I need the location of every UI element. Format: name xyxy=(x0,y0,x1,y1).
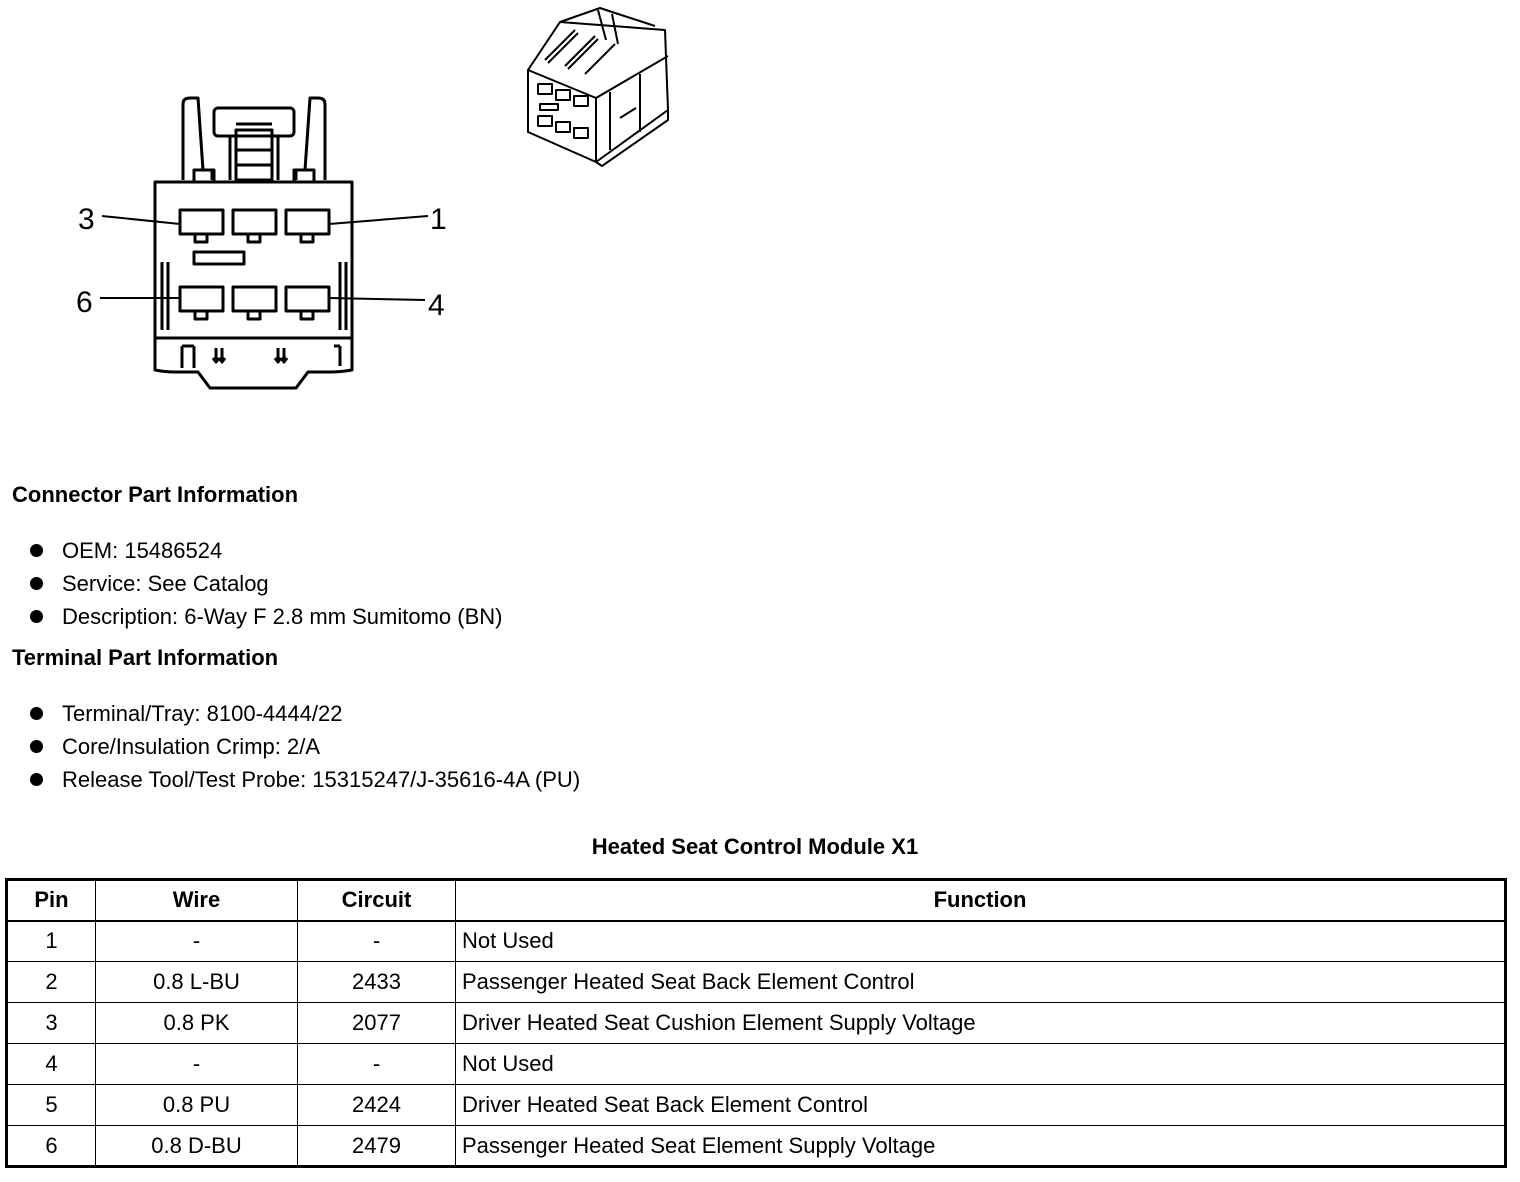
list-item: OEM: 15486524 xyxy=(30,534,503,567)
leader-line-4 xyxy=(328,297,426,301)
pin-cell: 3 xyxy=(6,1002,96,1044)
bullet-icon xyxy=(30,577,43,590)
table-row: 6 0.8 D-BU 2479 Passenger Heated Seat El… xyxy=(6,1125,1506,1167)
circuit-cell: 2077 xyxy=(297,1002,456,1044)
table-header-row: Pin Wire Circuit Function xyxy=(6,879,1506,922)
function-cell: Passenger Heated Seat Element Supply Vol… xyxy=(455,1125,1506,1167)
pin-label-3: 3 xyxy=(78,203,95,236)
circuit-cell: 2433 xyxy=(297,961,456,1003)
column-header-wire: Wire xyxy=(95,879,298,922)
wire-cell: 0.8 PU xyxy=(95,1084,298,1126)
terminal-part-heading: Terminal Part Information xyxy=(12,645,279,670)
column-header-function: Function xyxy=(455,879,1506,922)
connector-part-list: OEM: 15486524 Service: See Catalog Descr… xyxy=(30,534,503,633)
bullet-icon xyxy=(30,544,43,557)
connector-diagram: 3 1 6 4 xyxy=(76,7,669,390)
polarization-key xyxy=(192,250,246,266)
pin-cell: 5 xyxy=(6,1084,96,1126)
connector-part-heading: Connector Part Information xyxy=(12,482,299,507)
circuit-cell: - xyxy=(297,920,456,962)
wire-cell: 0.8 L-BU xyxy=(95,961,298,1003)
pin-label-1: 1 xyxy=(430,203,447,236)
column-header-pin: Pin xyxy=(6,879,96,922)
cavity-1 xyxy=(284,208,331,236)
pin-cell: 2 xyxy=(6,961,96,1003)
list-item: Description: 6-Way F 2.8 mm Sumitomo (BN… xyxy=(30,600,503,633)
table-row: 5 0.8 PU 2424 Driver Heated Seat Back El… xyxy=(6,1084,1506,1126)
cavity-6 xyxy=(178,285,225,313)
list-item: Core/Insulation Crimp: 2/A xyxy=(30,730,580,763)
table-row: 3 0.8 PK 2077 Driver Heated Seat Cushion… xyxy=(6,1002,1506,1044)
list-item: Service: See Catalog xyxy=(30,567,503,600)
leader-line-1 xyxy=(328,215,429,225)
table-title: Heated Seat Control Module X1 xyxy=(591,834,919,859)
cavity-2 xyxy=(231,208,278,236)
terminal-part-list: Terminal/Tray: 8100-4444/22 Core/Insulat… xyxy=(30,697,580,796)
wire-cell: - xyxy=(95,1043,298,1085)
function-cell: Driver Heated Seat Back Element Control xyxy=(455,1084,1506,1126)
bullet-icon xyxy=(30,740,43,753)
circuit-cell: 2424 xyxy=(297,1084,456,1126)
bullet-icon xyxy=(30,610,43,623)
pin-cell: 1 xyxy=(6,920,96,962)
function-cell: Passenger Heated Seat Back Element Contr… xyxy=(455,961,1506,1003)
table-row: 1 - - Not Used xyxy=(6,920,1506,962)
table-row: 4 - - Not Used xyxy=(6,1043,1506,1085)
list-item: Terminal/Tray: 8100-4444/22 xyxy=(30,697,580,730)
wire-cell: 0.8 PK xyxy=(95,1002,298,1044)
cavity-5 xyxy=(231,285,278,313)
function-cell: Driver Heated Seat Cushion Element Suppl… xyxy=(455,1002,1506,1044)
connector-housing xyxy=(153,180,354,390)
table-row: 2 0.8 L-BU 2433 Passenger Heated Seat Ba… xyxy=(6,961,1506,1003)
circuit-cell: 2479 xyxy=(297,1125,456,1167)
column-header-circuit: Circuit xyxy=(297,879,456,922)
bullet-icon xyxy=(30,707,43,720)
list-item: Release Tool/Test Probe: 15315247/J-3561… xyxy=(30,763,580,796)
wire-cell: 0.8 D-BU xyxy=(95,1125,298,1167)
leader-line-3 xyxy=(101,215,181,225)
cavity-3 xyxy=(178,208,225,236)
function-cell: Not Used xyxy=(455,920,1506,962)
wire-cell: - xyxy=(95,920,298,962)
connector-latch xyxy=(181,96,327,184)
function-cell: Not Used xyxy=(455,1043,1506,1085)
pin-cell: 4 xyxy=(6,1043,96,1085)
bullet-icon xyxy=(30,773,43,786)
connector-isometric-view xyxy=(527,7,669,167)
pin-cell: 6 xyxy=(6,1125,96,1167)
circuit-cell: - xyxy=(297,1043,456,1085)
cavity-4 xyxy=(284,285,331,313)
pin-label-6: 6 xyxy=(76,286,93,319)
pin-label-4: 4 xyxy=(428,289,445,322)
pin-table: Pin Wire Circuit Function 1 - - Not Used… xyxy=(5,878,1507,1168)
